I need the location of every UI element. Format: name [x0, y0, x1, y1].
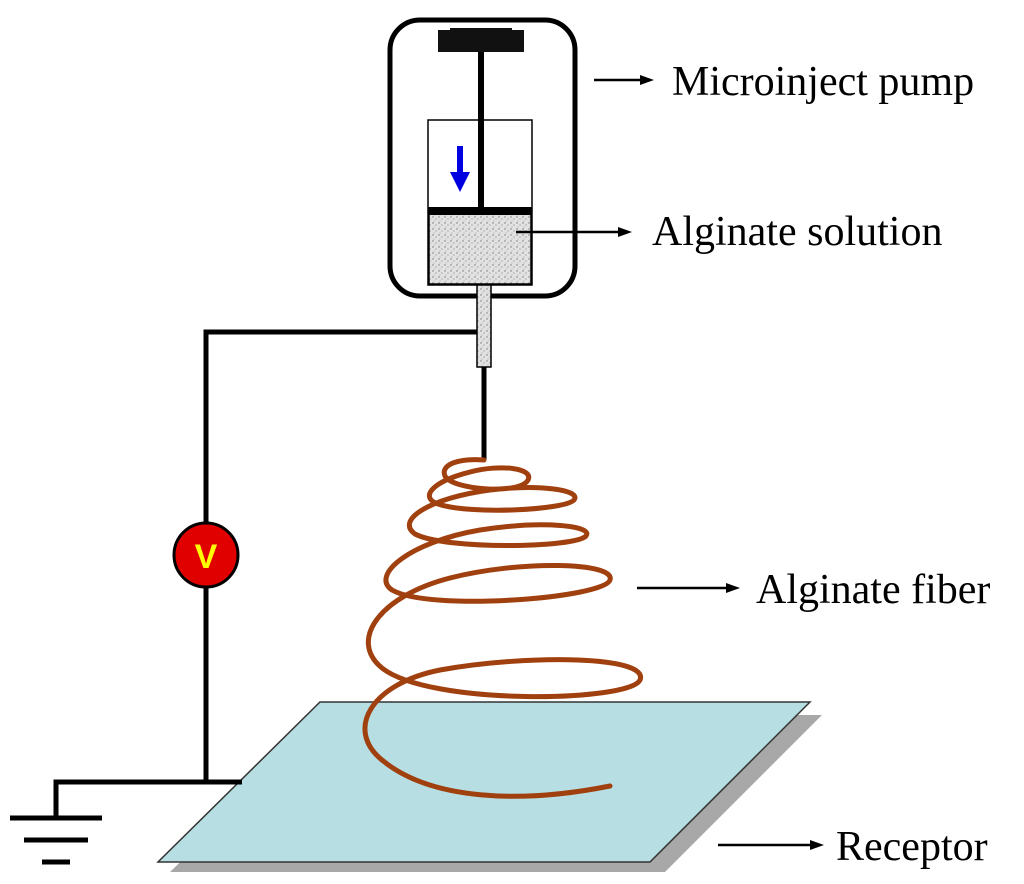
ground-icon [10, 815, 102, 865]
down-arrow-icon [450, 146, 470, 192]
receptor-plate [156, 701, 822, 872]
label-microinject-pump: Microinject pump [672, 59, 974, 105]
label-alginate-fiber: Alginate fiber [756, 567, 990, 613]
pointer-arrows [516, 75, 824, 850]
needle [476, 284, 492, 460]
voltmeter-symbol: V [195, 538, 218, 576]
voltmeter: V [172, 521, 240, 589]
circuit-wire [53, 329, 478, 818]
pump-housing [387, 17, 578, 299]
label-alginate-solution: Alginate solution [652, 209, 942, 255]
alginate-fiber [362, 457, 643, 799]
label-receptor: Receptor [836, 824, 988, 870]
alginate-solution [428, 211, 532, 285]
